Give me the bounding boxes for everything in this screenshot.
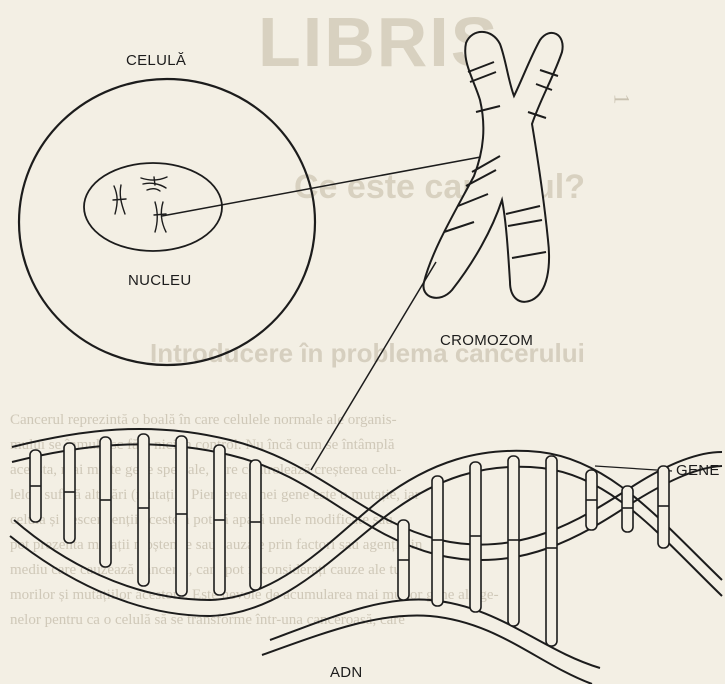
dna-strand <box>12 429 722 545</box>
dna-strand <box>10 467 722 616</box>
base-pair <box>138 434 149 586</box>
base-pair <box>470 462 481 612</box>
nucleus <box>84 163 222 251</box>
base-pair <box>176 436 187 596</box>
nucleus-label: NUCLEU <box>128 272 191 289</box>
connector-line-nucleus-chromosome <box>162 156 486 216</box>
base-pair <box>546 456 557 646</box>
base-pair <box>432 476 443 606</box>
nucleus-chromosome-icon <box>141 177 167 191</box>
chromosome-label: CROMOZOM <box>440 332 533 349</box>
base-pair <box>30 450 41 522</box>
cell <box>19 79 315 365</box>
base-pair <box>214 445 225 595</box>
nucleus-chromosome-icon <box>113 185 126 214</box>
genes-label: GENE <box>676 462 720 479</box>
base-pair <box>586 470 597 530</box>
dna-strand <box>12 444 722 560</box>
base-pair <box>100 437 111 567</box>
base-pair <box>658 466 669 548</box>
base-pair <box>250 460 261 590</box>
cell-label: CELULĂ <box>126 52 186 69</box>
base-pair <box>64 443 75 543</box>
dna-strand <box>262 615 592 684</box>
connector-line-chromosome-dna <box>311 262 436 470</box>
dna-base-pairs <box>30 434 669 646</box>
chromosome <box>423 32 562 302</box>
base-pair <box>622 486 633 532</box>
nucleus-chromosome-icon <box>154 202 166 232</box>
dna-label: ADN <box>330 664 363 681</box>
base-pair <box>398 520 409 600</box>
base-pair <box>508 456 519 626</box>
